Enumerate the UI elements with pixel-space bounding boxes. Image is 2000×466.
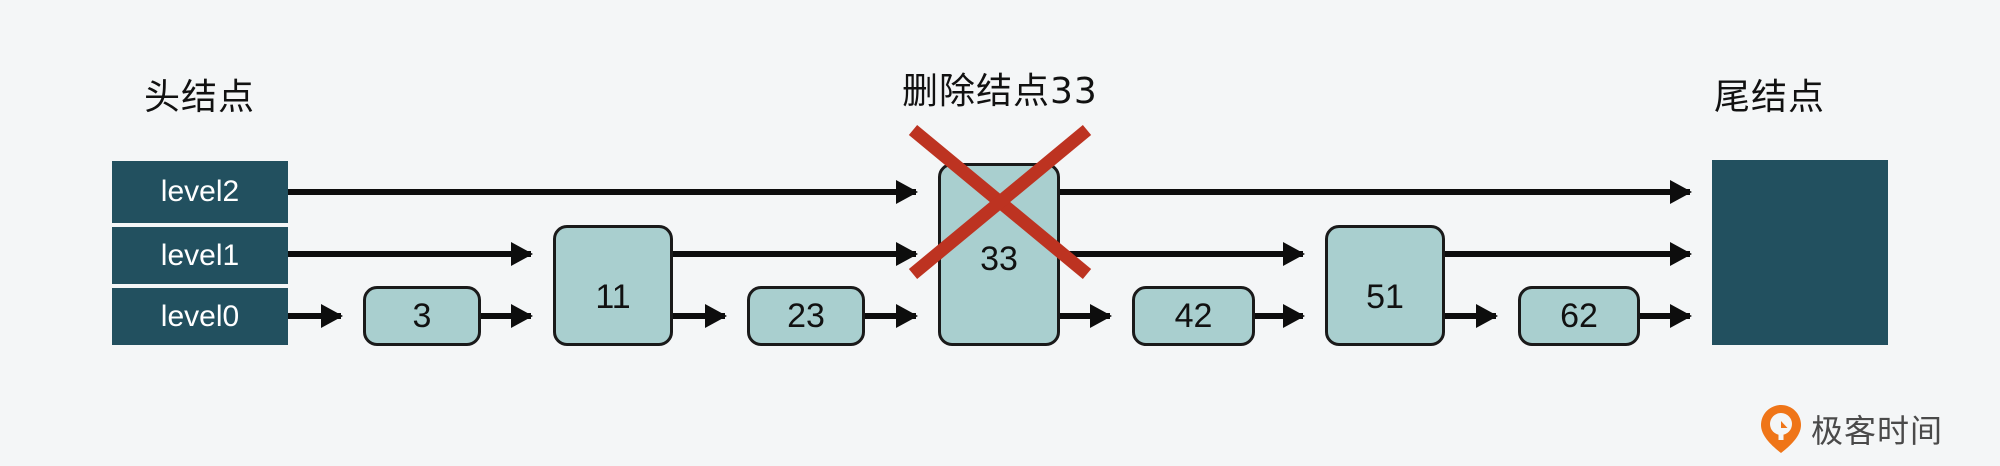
arrow-level1-51-to-tail — [1445, 242, 1692, 266]
arrow-level2-33-to-tail — [1060, 180, 1692, 204]
skiplist-node-62: 62 — [1518, 286, 1640, 346]
arrow-level0-51-to-62 — [1445, 304, 1498, 328]
skiplist-node-3-value: 3 — [412, 296, 432, 335]
arrow-level0-62-to-tail — [1640, 304, 1692, 328]
arrow-level1-11-to-33 — [673, 242, 918, 266]
skiplist-node-33: 33 — [938, 163, 1060, 346]
head-node-level1-label: level1 — [160, 238, 240, 272]
geektime-logo: 极客时间 — [1760, 404, 1943, 454]
arrow-level0-42-to-51 — [1255, 304, 1305, 328]
arrow-level1-33-to-51 — [1060, 242, 1305, 266]
skiplist-node-51-value: 51 — [1366, 278, 1404, 316]
arrow-level0-head-to-3 — [288, 304, 343, 328]
arrow-level0-11-to-23 — [673, 304, 727, 328]
delete-node-caption: 删除结点33 — [902, 71, 1098, 112]
head-node-level2: level2 — [112, 161, 288, 223]
skiplist-node-33-value: 33 — [980, 240, 1018, 278]
tail-node-caption: 尾结点 — [1714, 77, 1826, 118]
head-node-level2-label: level2 — [160, 175, 240, 208]
skiplist-node-51: 51 — [1325, 225, 1445, 346]
arrow-level0-23-to-33 — [865, 304, 918, 328]
arrow-level2-head-to-33 — [288, 180, 918, 204]
skiplist-node-23-value: 23 — [787, 296, 825, 335]
skiplist-node-42: 42 — [1132, 286, 1255, 346]
arrow-level0-33-to-42 — [1060, 304, 1112, 328]
tail-node-block — [1712, 160, 1888, 345]
head-node-level1: level1 — [112, 227, 288, 284]
skiplist-node-11: 11 — [553, 225, 673, 346]
skiplist-node-3: 3 — [363, 286, 481, 346]
arrow-level0-3-to-11 — [481, 304, 533, 328]
head-node-level0-label: level0 — [160, 299, 240, 333]
geektime-pin-icon — [1761, 405, 1801, 453]
head-node-caption: 头结点 — [144, 77, 256, 118]
head-node-level0: level0 — [112, 288, 288, 345]
skiplist-node-42-value: 42 — [1174, 296, 1213, 335]
skiplist-node-62-value: 62 — [1560, 296, 1598, 335]
skiplist-node-23: 23 — [747, 286, 865, 346]
skiplist-node-11-value: 11 — [595, 278, 631, 316]
geektime-logo-text: 极客时间 — [1811, 412, 1944, 450]
arrow-level1-head-to-11 — [288, 242, 533, 266]
